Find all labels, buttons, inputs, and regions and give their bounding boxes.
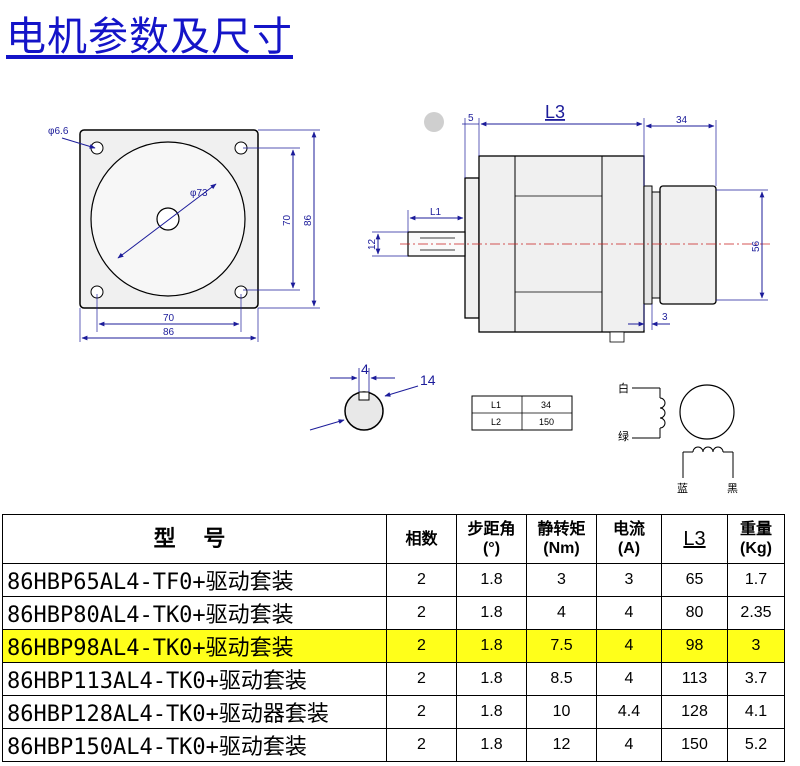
torque-cell: 4: [526, 596, 597, 630]
rear-dia-label: 56: [751, 240, 762, 252]
l3-cell: 113: [661, 662, 728, 696]
flange-v-label: 86: [303, 214, 314, 226]
header-l3: L3: [661, 514, 728, 564]
torque-cell: 10: [526, 695, 597, 729]
table-header-row: 型 号 相数 步距角(°) 静转矩(Nm) 电流(A) L3 重量(Kg): [2, 514, 785, 564]
boss-dia-label: φ73: [190, 188, 208, 199]
wire-blue-label: 蓝: [677, 482, 688, 495]
marker-dot: [424, 112, 444, 132]
model-cell: 86HBP98AL4-TK0+驱动套装: [2, 629, 387, 663]
phases-cell: 2: [386, 695, 457, 729]
l3-label: L3: [545, 102, 565, 122]
rear-length-label: 34: [676, 115, 688, 126]
weight-cell: 1.7: [727, 563, 785, 597]
weight-cell: 5.2: [727, 728, 785, 762]
hole-dia-label: φ6.6: [48, 126, 69, 137]
shaft-section: 4 14: [309, 361, 436, 431]
dimension-drawing: φ6.6 φ73 70 86 70 86: [48, 102, 770, 495]
model-cell: 86HBP128AL4-TK0+驱动器套装: [2, 695, 387, 729]
current-cell: 4: [596, 662, 662, 696]
weight-cell: 2.35: [727, 596, 785, 630]
wire-black-label: 黑: [727, 482, 738, 495]
phases-cell: 2: [386, 563, 457, 597]
header-current: 电流(A): [596, 514, 662, 564]
step-cell: 1.8: [456, 662, 527, 696]
header-phases: 相数: [386, 514, 457, 564]
current-cell: 3: [596, 563, 662, 597]
table-row: 86HBP150AL4-TK0+驱动套装 2 1.8 12 4 150 5.2: [2, 728, 785, 762]
flange-h-label: 86: [163, 327, 175, 338]
step-cell: 1.8: [456, 596, 527, 630]
table-row: 86HBP65AL4-TF0+驱动套装 2 1.8 3 3 65 1.7: [2, 563, 785, 597]
front-offset-label: 5: [468, 113, 474, 124]
weight-cell: 3: [727, 629, 785, 663]
torque-cell: 7.5: [526, 629, 597, 663]
header-weight: 重量(Kg): [727, 514, 785, 564]
model-cell: 86HBP65AL4-TF0+驱动套装: [2, 563, 387, 597]
table-row-highlighted: 86HBP98AL4-TK0+驱动套装 2 1.8 7.5 4 98 3: [2, 629, 785, 663]
step-cell: 1.8: [456, 563, 527, 597]
header-step-angle: 步距角(°): [456, 514, 527, 564]
wiring-diagram: 白 绿 蓝 黑: [618, 381, 738, 495]
wire-green-label: 绿: [618, 429, 629, 443]
l3-cell: 98: [661, 629, 728, 663]
rear-gap-label: 3: [662, 312, 668, 323]
weight-cell: 4.1: [727, 695, 785, 729]
header-model: 型 号: [2, 514, 387, 564]
shaft-length-label: L1: [430, 207, 442, 218]
current-cell: 4.4: [596, 695, 662, 729]
l3-cell: 150: [661, 728, 728, 762]
phases-cell: 2: [386, 596, 457, 630]
length-row-value: 34: [541, 400, 551, 410]
l3-cell: 80: [661, 596, 728, 630]
phases-cell: 2: [386, 662, 457, 696]
wire-white-label: 白: [618, 381, 629, 395]
key-depth-label: 14: [420, 372, 436, 388]
front-view: φ6.6 φ73 70 86 70 86: [48, 126, 320, 342]
length-row-name: L2: [491, 417, 501, 427]
key-width-label: 4: [361, 361, 369, 377]
weight-cell: 3.7: [727, 662, 785, 696]
phases-cell: 2: [386, 728, 457, 762]
table-row: 86HBP80AL4-TK0+驱动套装 2 1.8 4 4 80 2.35: [2, 596, 785, 630]
length-row-name: L1: [491, 400, 501, 410]
page-title: 电机参数及尺寸: [6, 14, 293, 60]
torque-cell: 3: [526, 563, 597, 597]
header-torque: 静转矩(Nm): [526, 514, 597, 564]
length-table: L1 34 L2 150: [471, 395, 573, 431]
model-cell: 86HBP113AL4-TK0+驱动套装: [2, 662, 387, 696]
current-cell: 4: [596, 728, 662, 762]
model-cell: 86HBP80AL4-TK0+驱动套装: [2, 596, 387, 630]
rotor-circle: [679, 384, 735, 440]
model-cell: 86HBP150AL4-TK0+驱动套装: [2, 728, 387, 762]
step-cell: 1.8: [456, 728, 527, 762]
hole-spacing-h-label: 70: [163, 313, 175, 324]
step-cell: 1.8: [456, 695, 527, 729]
shaft-dia-label: 12: [367, 238, 378, 250]
current-cell: 4: [596, 596, 662, 630]
step-cell: 1.8: [456, 629, 527, 663]
table-row: 86HBP113AL4-TK0+驱动套装 2 1.8 8.5 4 113 3.7: [2, 662, 785, 696]
hole-spacing-v-label: 70: [282, 214, 293, 226]
l3-cell: 128: [661, 695, 728, 729]
torque-cell: 8.5: [526, 662, 597, 696]
length-row-value: 150: [539, 417, 554, 427]
torque-cell: 12: [526, 728, 597, 762]
current-cell: 4: [596, 629, 662, 663]
l3-cell: 65: [661, 563, 728, 597]
side-view: L3 5 34 L1 12 56 3: [367, 102, 770, 343]
spec-table: 型 号 相数 步距角(°) 静转矩(Nm) 电流(A) L3 重量(Kg) 86…: [2, 514, 785, 762]
table-row: 86HBP128AL4-TK0+驱动器套装 2 1.8 10 4.4 128 4…: [2, 695, 785, 729]
mount-hole: [90, 141, 104, 155]
phases-cell: 2: [386, 629, 457, 663]
